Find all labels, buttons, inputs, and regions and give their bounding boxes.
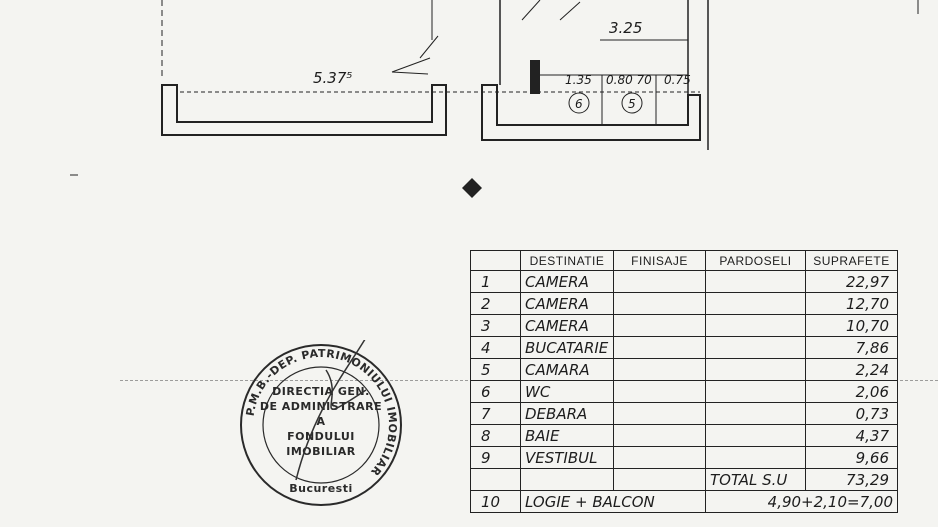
signature-stroke	[295, 340, 366, 481]
row-pardoseli	[705, 402, 806, 425]
row-pardoseli	[705, 446, 806, 469]
extra-row: 10 LOGIE + BALCON 4,90+2,10=7,00	[470, 490, 898, 513]
row-nr: 3	[470, 314, 521, 337]
row-nr: 4	[470, 336, 521, 359]
header-nr	[470, 250, 521, 271]
row-destinatie: WC	[520, 380, 614, 403]
north-arrow-icon	[462, 178, 482, 198]
room-6-label: 6	[575, 97, 583, 111]
dim-top: 3.25	[609, 19, 642, 37]
row-pardoseli	[705, 270, 806, 293]
row-suprafata: 2,06	[805, 380, 898, 403]
stamp-line5: IMOBILIAR	[286, 445, 355, 458]
total-value: 73,29	[805, 468, 898, 491]
row-finisaje	[613, 402, 706, 425]
row-suprafata: 22,97	[805, 270, 898, 293]
row-finisaje	[613, 446, 706, 469]
stamp-line1: DIRECTIA GEN.	[272, 385, 370, 398]
header-pardoseli: PARDOSELI	[705, 250, 806, 271]
row-pardoseli	[705, 292, 806, 315]
row-destinatie: CAMERA	[520, 270, 614, 293]
header-suprafete: SUPRAFETE	[805, 250, 898, 271]
wall-bottom-left	[161, 84, 447, 136]
row-pardoseli	[705, 424, 806, 447]
row-suprafata: 10,70	[805, 314, 898, 337]
row-destinatie: CAMERA	[520, 292, 614, 315]
dim-a: 1.35	[565, 73, 592, 87]
dark-wall-segment	[530, 60, 540, 94]
total-label: TOTAL S.U	[705, 468, 806, 491]
row-nr: 8	[470, 424, 521, 447]
room-6-circle	[568, 92, 590, 114]
extra-destinatie: LOGIE + BALCON	[520, 490, 706, 513]
row-destinatie: DEBARA	[520, 402, 614, 425]
row-pardoseli	[705, 380, 806, 403]
stamp-line6: Bucuresti	[289, 482, 353, 495]
table-row: 9 VESTIBUL 9,66	[470, 446, 898, 469]
header-destinatie: DESTINATIE	[520, 250, 614, 271]
row-finisaje	[613, 336, 706, 359]
header-finisaje: FINISAJE	[613, 250, 706, 271]
row-nr: 1	[470, 270, 521, 293]
row-finisaje	[613, 292, 706, 315]
row-nr: 5	[470, 358, 521, 381]
table-row: 7 DEBARA 0,73	[470, 402, 898, 425]
extra-nr: 10	[470, 490, 521, 513]
dim-main: 5.37⁵	[313, 69, 352, 87]
row-destinatie: VESTIBUL	[520, 446, 614, 469]
row-destinatie: BUCATARIE	[520, 336, 614, 359]
row-nr: 6	[470, 380, 521, 403]
room-5-circle	[621, 92, 643, 114]
total-row: TOTAL S.U 73,29	[470, 468, 898, 491]
stamp-line4: FONDULUI	[287, 430, 355, 443]
row-suprafata: 2,24	[805, 358, 898, 381]
stamp-line2: DE ADMINISTRARE	[260, 400, 382, 413]
rooms-table: DESTINATIE FINISAJE PARDOSELI SUPRAFETE …	[470, 250, 898, 513]
stamp-line3: A	[316, 415, 325, 428]
row-finisaje	[613, 270, 706, 293]
table-row: 4 BUCATARIE 7,86	[470, 336, 898, 359]
row-finisaje	[613, 424, 706, 447]
table-row: 3 CAMERA 10,70	[470, 314, 898, 337]
row-suprafata: 0,73	[805, 402, 898, 425]
row-suprafata: 7,86	[805, 336, 898, 359]
row-destinatie: CAMERA	[520, 314, 614, 337]
row-suprafata: 4,37	[805, 424, 898, 447]
table-row: 2 CAMERA 12,70	[470, 292, 898, 315]
row-destinatie: BAIE	[520, 424, 614, 447]
table-row: 8 BAIE 4,37	[470, 424, 898, 447]
row-finisaje	[613, 358, 706, 381]
row-nr: 9	[470, 446, 521, 469]
row-destinatie: CAMARA	[520, 358, 614, 381]
row-finisaje	[613, 380, 706, 403]
room-5-label: 5	[628, 97, 636, 111]
row-suprafata: 12,70	[805, 292, 898, 315]
row-pardoseli	[705, 358, 806, 381]
dim-b: 0.80 70	[606, 73, 652, 87]
extra-suprafata: 4,90+2,10=7,00	[705, 490, 898, 513]
row-suprafata: 9,66	[805, 446, 898, 469]
official-stamp: P.M.B.-DEP. PATRIMONIULUI IMOBILIAR DIRE…	[240, 340, 402, 506]
table-header-row: DESTINATIE FINISAJE PARDOSELI SUPRAFETE	[470, 250, 898, 271]
row-pardoseli	[705, 314, 806, 337]
row-finisaje	[613, 314, 706, 337]
table-row: 6 WC 2,06	[470, 380, 898, 403]
table-row: 5 CAMARA 2,24	[470, 358, 898, 381]
dim-c: 0.75	[664, 73, 691, 87]
table-row: 1 CAMERA 22,97	[470, 270, 898, 293]
row-nr: 7	[470, 402, 521, 425]
wall-bottom-right	[481, 84, 701, 141]
row-pardoseli	[705, 336, 806, 359]
row-nr: 2	[470, 292, 521, 315]
